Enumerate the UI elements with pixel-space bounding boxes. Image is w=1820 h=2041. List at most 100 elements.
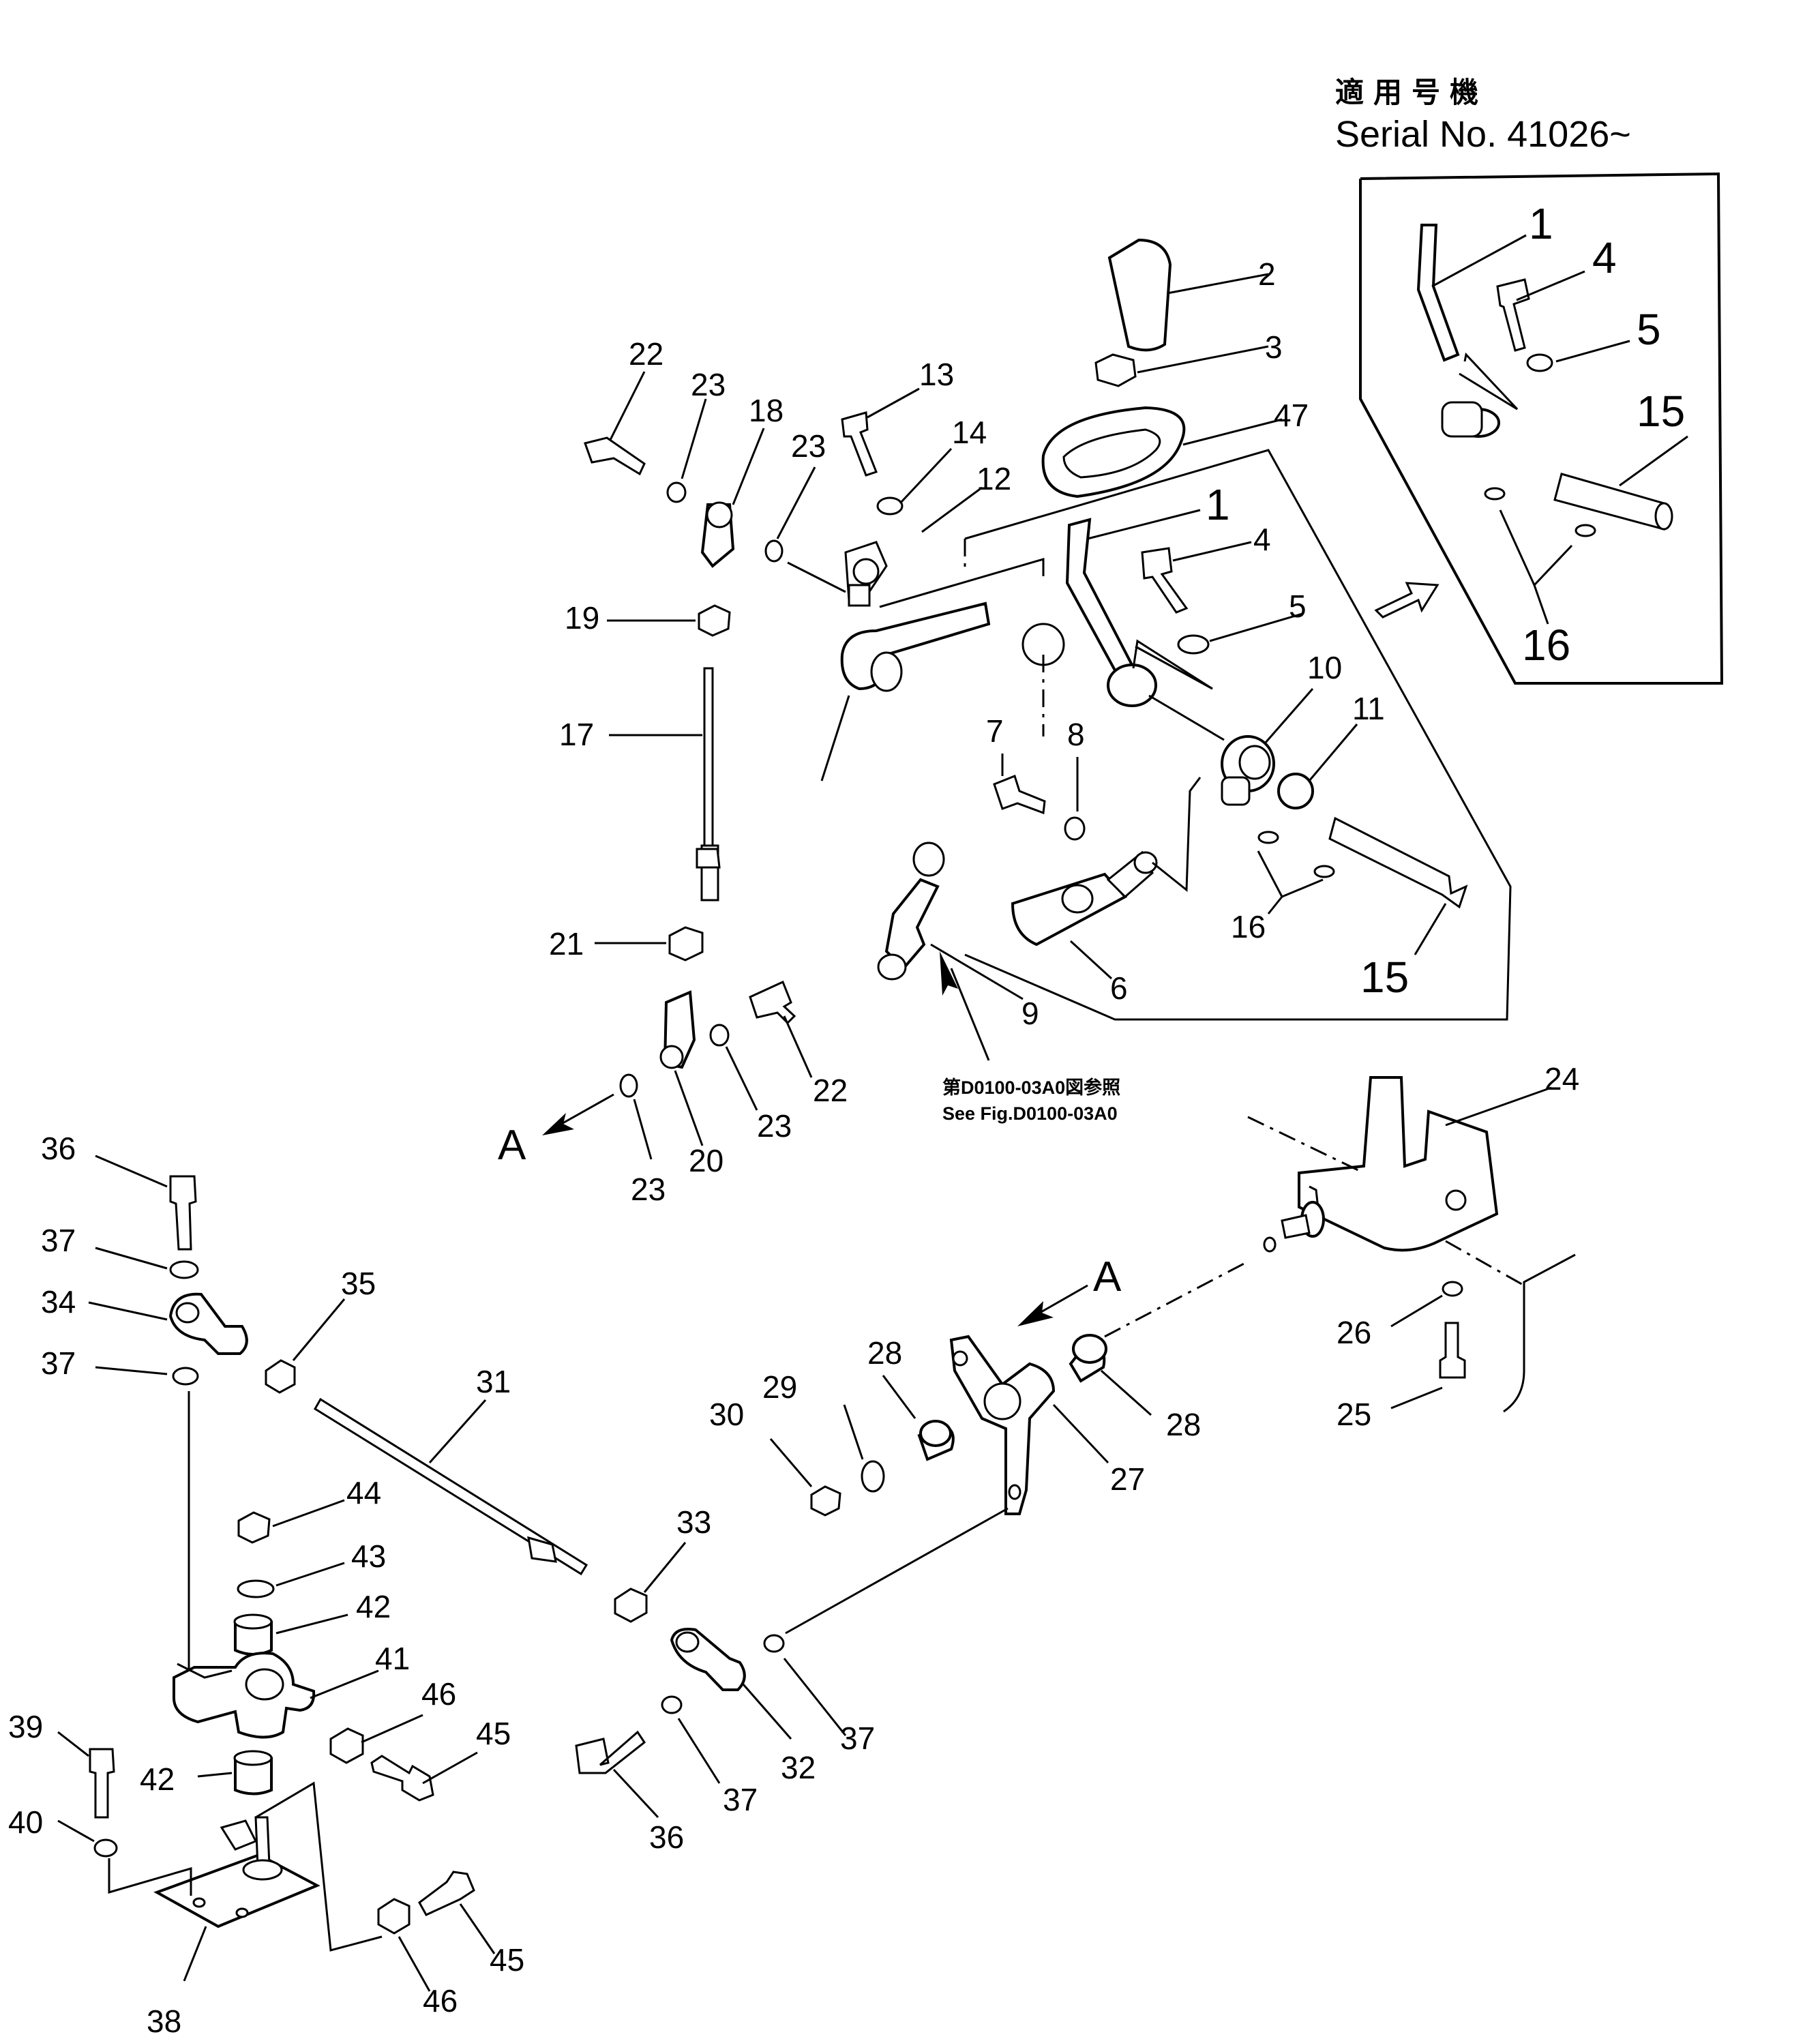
callout-1: 1 <box>1206 480 1230 529</box>
callout-37-a: 37 <box>41 1223 76 1258</box>
washer-29-icon <box>861 1460 885 1493</box>
callout-43: 43 <box>351 1538 386 1574</box>
callout-45-a: 45 <box>476 1716 511 1751</box>
nut-35-icon <box>265 1359 296 1394</box>
callout-37-d: 37 <box>723 1782 758 1817</box>
callout-3: 3 <box>1265 329 1283 365</box>
callout-8: 8 <box>1067 717 1085 752</box>
callout-46-b: 46 <box>423 1983 458 2018</box>
callout-17: 17 <box>559 717 594 752</box>
callout-31: 31 <box>476 1364 511 1399</box>
nut-33-icon <box>614 1588 648 1623</box>
lower-linkage-group <box>57 1154 847 1992</box>
callout-4-inset: 4 <box>1592 233 1617 282</box>
callout-18: 18 <box>749 393 784 428</box>
callout-25: 25 <box>1337 1397 1371 1432</box>
snap-ring-40-icon <box>93 1838 118 1858</box>
nut-46-lower-icon <box>377 1898 411 1935</box>
nut-44-icon <box>237 1511 271 1544</box>
mounting-bracket-group <box>1247 1076 1576 1413</box>
lever-27-icon <box>949 1335 1056 1515</box>
callout-1-inset: 1 <box>1529 199 1553 248</box>
washer-14-icon <box>876 496 904 516</box>
inset-washer-icon <box>1526 353 1553 372</box>
callout-9: 9 <box>1021 996 1039 1031</box>
callout-41: 41 <box>375 1641 410 1676</box>
callout-28-a: 28 <box>867 1335 902 1371</box>
washer-37-lower-icon <box>172 1367 199 1386</box>
callout-40: 40 <box>8 1804 43 1840</box>
callout-22-b: 22 <box>813 1073 848 1108</box>
serial-number-label: Serial No. 41026~ <box>1335 114 1631 155</box>
callout-23-d: 23 <box>631 1172 666 1207</box>
callout-23-c: 23 <box>757 1108 792 1144</box>
washer-23-upper-icon <box>666 481 687 503</box>
callout-4: 4 <box>1253 522 1271 557</box>
callout-16: 16 <box>1231 909 1266 944</box>
callout-36-b: 36 <box>649 1819 684 1855</box>
callout-7: 7 <box>986 713 1004 749</box>
lever-bolt-icon <box>1141 547 1189 614</box>
callout-15-inset: 15 <box>1637 387 1685 436</box>
callout-5-inset: 5 <box>1637 305 1661 354</box>
callout-19: 19 <box>565 600 599 636</box>
callout-26: 26 <box>1337 1315 1371 1350</box>
callout-11: 11 <box>1352 691 1385 726</box>
lever-41-icon <box>173 1652 316 1739</box>
callout-34: 34 <box>41 1284 76 1320</box>
lever-assembly-group: 第D0100-03A0図参照 See Fig.D0100-03A0 <box>764 238 1512 1124</box>
callout-32: 32 <box>781 1750 816 1785</box>
nut-30-icon <box>810 1485 841 1517</box>
vertical-rod-assembly: A <box>498 371 813 1169</box>
callout-27: 27 <box>1110 1461 1145 1497</box>
callout-labels: 2 3 47 1 4 5 10 11 16 15 6 9 7 8 13 14 1… <box>8 256 1579 2039</box>
nut-46-upper-icon <box>329 1727 364 1764</box>
callout-37-c: 37 <box>840 1720 875 1756</box>
callout-5: 5 <box>1289 589 1307 624</box>
callout-21: 21 <box>549 926 584 962</box>
washer-23-bottom-icon <box>619 1073 638 1098</box>
bracket-12-icon <box>840 601 991 691</box>
callout-14: 14 <box>952 415 987 450</box>
bolt-13-icon <box>841 411 878 477</box>
inset-box-serial-variant: 1 4 5 15 16 <box>1359 172 1724 685</box>
callout-16-inset: 16 <box>1522 621 1570 670</box>
callout-35: 35 <box>341 1266 376 1301</box>
callout-45-b: 45 <box>490 1942 524 1978</box>
callout-23-a: 23 <box>791 428 826 464</box>
callout-10: 10 <box>1307 650 1342 685</box>
bolt-22-lower-icon <box>749 980 796 1025</box>
lever-washer-icon <box>1177 634 1210 655</box>
callout-6: 6 <box>1110 970 1128 1006</box>
shaft-15-icon <box>1328 816 1468 909</box>
callout-37-b: 37 <box>41 1345 76 1381</box>
callout-28-b: 28 <box>1166 1407 1201 1442</box>
callout-23-b: 23 <box>691 367 726 402</box>
view-marker-a-lower: A <box>1093 1253 1122 1300</box>
callout-29: 29 <box>762 1369 797 1405</box>
callout-2: 2 <box>1258 256 1276 292</box>
inset-reference-arrow-icon <box>1374 582 1439 619</box>
callout-33: 33 <box>676 1504 711 1540</box>
lever-knob-icon <box>1107 238 1172 352</box>
rod-31-icon <box>313 1397 588 1576</box>
washer-8-icon <box>1064 816 1086 841</box>
rod-end-34-icon <box>168 1292 248 1355</box>
callout-42-a: 42 <box>356 1589 391 1624</box>
callout-46-a: 46 <box>421 1676 456 1712</box>
washer-37-right-icon <box>763 1634 785 1653</box>
applicable-models-label: 適用号機 <box>1335 76 1488 108</box>
inset-shaft-icon <box>1553 473 1665 531</box>
washer-43-icon <box>237 1579 275 1598</box>
washer-23-lower-icon <box>709 1024 730 1047</box>
lever-nut-icon <box>1094 353 1137 387</box>
washer-37-upper-icon <box>169 1260 199 1279</box>
callout-20: 20 <box>689 1143 723 1178</box>
inset-lever-clamp <box>1441 401 1483 438</box>
bracket-24-icon <box>1298 1076 1499 1252</box>
bolt-7-icon <box>993 775 1046 815</box>
callout-24: 24 <box>1545 1061 1579 1097</box>
callout-13: 13 <box>919 357 954 392</box>
